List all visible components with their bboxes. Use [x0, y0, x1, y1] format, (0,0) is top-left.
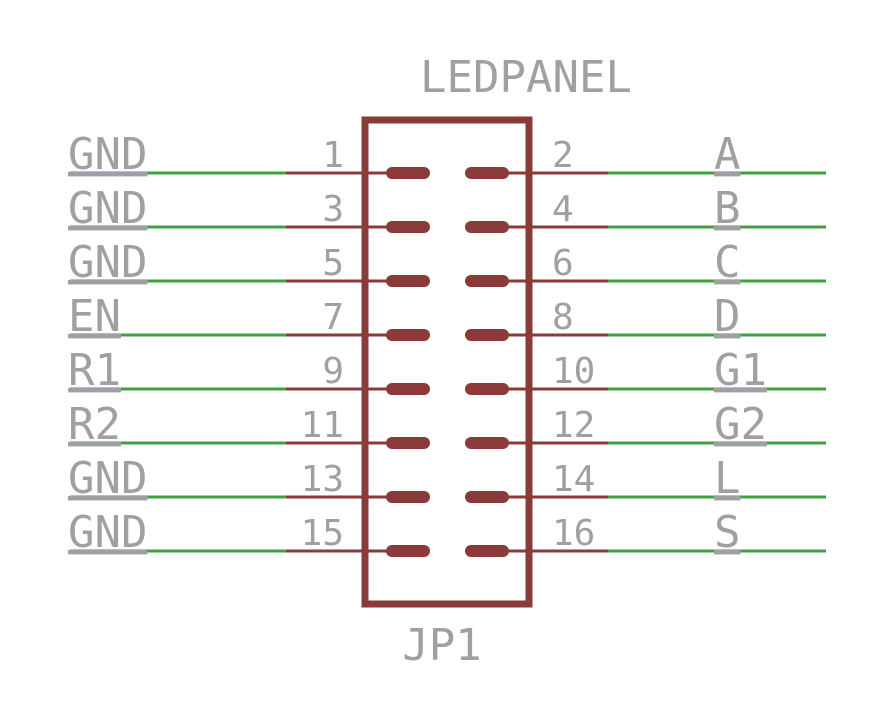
right-pin-number: 6: [552, 243, 574, 284]
right-pin-number: 12: [552, 405, 595, 446]
left-net-label: R2: [68, 399, 121, 450]
pin-row: R2 G2 11 12: [68, 399, 826, 450]
right-net-label: G2: [714, 399, 767, 450]
right-net-label: G1: [714, 345, 767, 396]
designator-label: JP1: [402, 620, 481, 671]
left-pin-number: 13: [301, 459, 344, 500]
pin-row: GND S 15 16: [68, 507, 826, 558]
left-pin-number: 3: [322, 189, 344, 230]
left-pin-number: 11: [301, 405, 344, 446]
left-net-label: GND: [68, 183, 147, 234]
pin-row: R1 G1 9 10: [68, 345, 826, 396]
left-pin-number: 9: [322, 351, 344, 392]
right-net-label: A: [714, 129, 741, 180]
pin-row: EN D 7 8: [68, 291, 826, 342]
pin-row: GND L 13 14: [68, 453, 826, 504]
right-pin-number: 10: [552, 351, 595, 392]
left-pin-number: 7: [322, 297, 344, 338]
left-net-label: EN: [68, 291, 121, 342]
left-pin-number: 1: [322, 135, 344, 176]
pin-row: GND C 5 6: [68, 237, 826, 288]
connector-body[interactable]: [361, 116, 533, 608]
right-pin-number: 2: [552, 135, 574, 176]
left-net-label: GND: [68, 453, 147, 504]
right-pin-number: 16: [552, 513, 595, 554]
right-net-label: L: [714, 453, 741, 504]
right-net-label: S: [714, 507, 741, 558]
right-pin-number: 8: [552, 297, 574, 338]
part-name-label: LEDPANEL: [420, 52, 632, 103]
pin-row: GND A 1 2: [68, 129, 826, 180]
left-net-label: GND: [68, 507, 147, 558]
right-pin-number: 14: [552, 459, 595, 500]
pin-row: GND B 3 4: [68, 183, 826, 234]
right-pin-number: 4: [552, 189, 574, 230]
right-net-label: D: [714, 291, 741, 342]
left-pin-number: 15: [301, 513, 344, 554]
left-net-label: GND: [68, 237, 147, 288]
left-net-label: GND: [68, 129, 147, 180]
left-net-label: R1: [68, 345, 121, 396]
right-net-label: C: [714, 237, 741, 288]
left-pin-number: 5: [322, 243, 344, 284]
right-net-label: B: [714, 183, 741, 234]
